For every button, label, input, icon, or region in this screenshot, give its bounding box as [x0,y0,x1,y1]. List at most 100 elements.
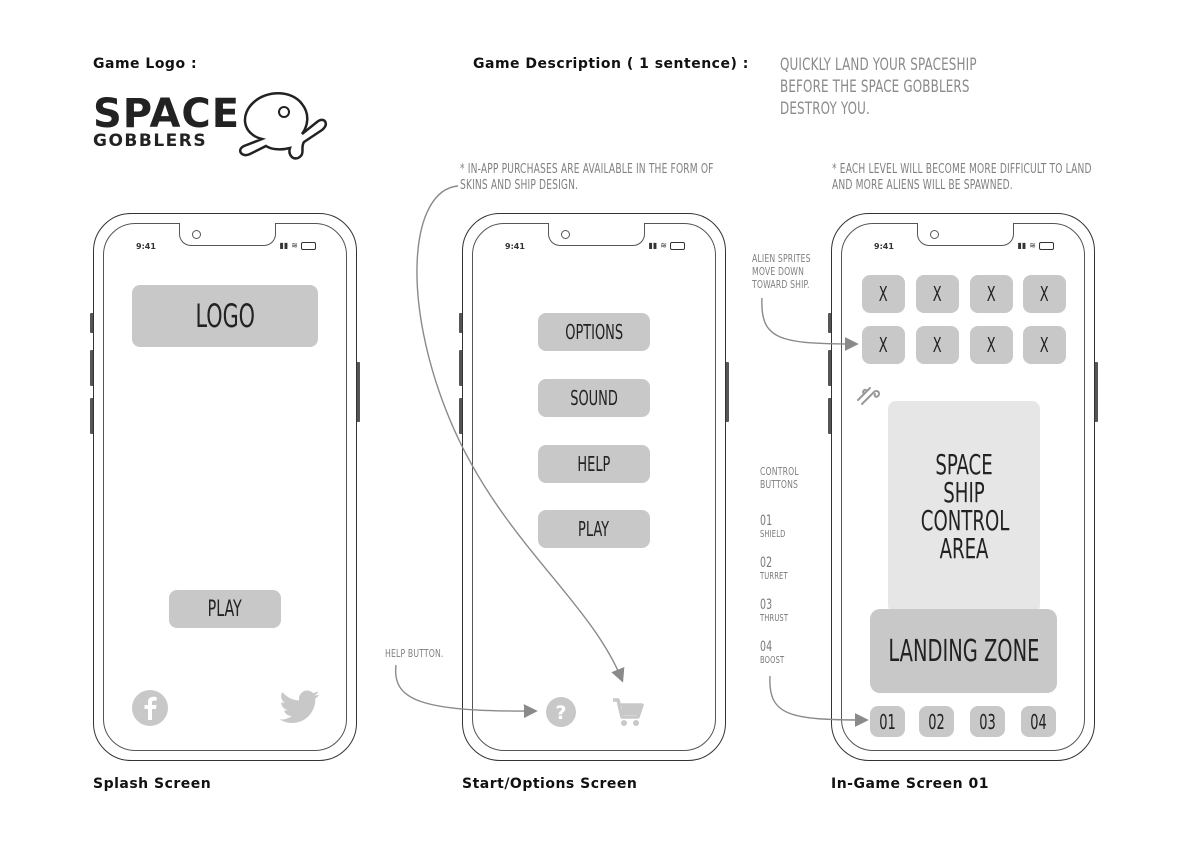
alien-label: X [879,282,888,306]
control-button-turret[interactable]: 02 [919,706,954,737]
alien-sprite: X [970,275,1013,313]
wifi-icon: ≋ [660,241,667,250]
help-icon[interactable]: ? [545,696,577,728]
legend-item: 01 Shield [760,513,798,555]
game-description-heading: Game Description ( 1 sentence) : [473,56,749,72]
facebook-icon[interactable] [132,690,168,726]
options-button[interactable]: OPTIONS [538,313,650,351]
control-button-thrust[interactable]: 03 [970,706,1005,737]
control-button-label: 03 [979,709,996,734]
logo-line-1: SPACE [93,91,241,137]
legend-name: Shield [760,529,786,540]
difficulty-note-text: * Each level will become more difficult … [832,162,1092,193]
alien-mascot-icon [239,92,328,160]
phone-screen: 9:41 ▮▮≋ [103,223,347,751]
cart-icon[interactable] [611,696,645,728]
alien-sprite: X [862,275,905,313]
game-logo: SPACE GOBBLERS [93,91,241,151]
signal-icon: ▮▮ [1017,241,1027,250]
alien-label: X [879,333,888,357]
legend-num: 04 [760,639,773,655]
iap-note-text: * In-app purchases are available in the … [460,162,714,193]
control-buttons-note: Control buttons [760,465,799,491]
camera-icon [561,230,570,239]
help-menu-button[interactable]: HELP [538,445,650,483]
battery-icon [670,241,685,250]
alien-sprite: X [916,275,959,313]
alien-label: X [933,282,942,306]
alien-sprite: X [970,326,1013,364]
svg-text:?: ? [555,702,566,724]
status-icons: ▮▮≋ [279,241,316,250]
splash-phone: 9:41 ▮▮≋ LOGO PLAY [93,213,357,761]
start-play-button[interactable]: PLAY [538,510,650,548]
legend-name: Thrust [760,613,789,624]
phone-screen: 9:41 ▮▮≋ [841,223,1085,751]
arrow-controls-note [769,675,869,727]
phone-side-button [828,350,832,386]
phone-side-button [459,350,463,386]
help-label: HELP [577,452,611,476]
alien-sprite: X [1023,275,1066,313]
phone-side-button [90,313,94,333]
phone-notch [179,223,276,246]
start-phone: 9:41 ▮▮≋ OPTIONS SOUND HELP PLAY ? [462,213,726,761]
twitter-icon[interactable] [280,690,320,724]
legend-item: 04 Boost [760,639,798,681]
phone-side-button [828,398,832,434]
control-button-shield[interactable]: 01 [870,706,905,737]
signal-icon: ▮▮ [279,241,289,250]
alien-sprite: X [1023,326,1066,364]
phone-side-button [356,362,360,422]
in-game-heading: In-Game Screen 01 [831,776,989,792]
camera-icon [930,230,939,239]
alien-label: X [933,333,942,357]
splash-play-button[interactable]: PLAY [169,590,281,628]
arrow-iap-to-cart [416,185,625,683]
alien-label: X [1040,333,1049,357]
camera-icon [192,230,201,239]
controls-legend: 01 Shield 02 Turret 03 Thrust 04 Boost [760,513,798,681]
phone-side-button [1094,362,1098,422]
legend-item: 02 Turret [760,555,798,597]
splash-logo-label: LOGO [195,297,255,335]
phone-notch [548,223,645,246]
game-logo-heading: Game Logo : [93,56,198,72]
status-time: 9:41 [874,242,894,251]
battery-icon [1039,241,1054,250]
alien-sprites-note: Alien sprites move down toward ship. [752,252,811,291]
iap-note: * In-app purchases are available in the … [460,162,717,194]
battery-icon [301,241,316,250]
legend-name: Turret [760,571,788,582]
phone-side-button [459,313,463,333]
legend-num: 02 [760,555,773,571]
logo-line-2: GOBBLERS [93,131,208,151]
arrow-aliens-note [761,297,859,351]
phone-side-button [90,350,94,386]
start-options-heading: Start/Options Screen [462,776,638,792]
alien-sprite: X [916,326,959,364]
ship-control-area[interactable]: SPACE SHIP CONTROL AREA [888,401,1040,613]
game-description-text: Quickly land your spaceship before the S… [780,55,977,119]
signal-icon: ▮▮ [648,241,658,250]
alien-label: X [987,333,996,357]
start-play-label: PLAY [578,517,610,541]
control-button-label: 02 [928,709,945,734]
splash-logo-placeholder: LOGO [132,285,318,347]
status-time: 9:41 [505,242,525,251]
status-icons: ▮▮≋ [1017,241,1054,250]
alien-label: X [1040,282,1049,306]
legend-name: Boost [760,655,785,666]
status-time: 9:41 [136,242,156,251]
sound-label: SOUND [570,386,618,410]
phone-side-button [90,398,94,434]
phone-side-button [725,362,729,422]
alien-label: X [987,282,996,306]
ingame-phone: 9:41 ▮▮≋ X X X X X X X X SPACE SHIP CONT… [831,213,1095,761]
sound-button[interactable]: SOUND [538,379,650,417]
legend-num: 03 [760,597,773,613]
arrow-help-note [394,664,538,719]
control-button-boost[interactable]: 04 [1021,706,1056,737]
landing-zone-label: LANDING ZONE [887,633,1040,669]
wind-icon [857,387,881,405]
